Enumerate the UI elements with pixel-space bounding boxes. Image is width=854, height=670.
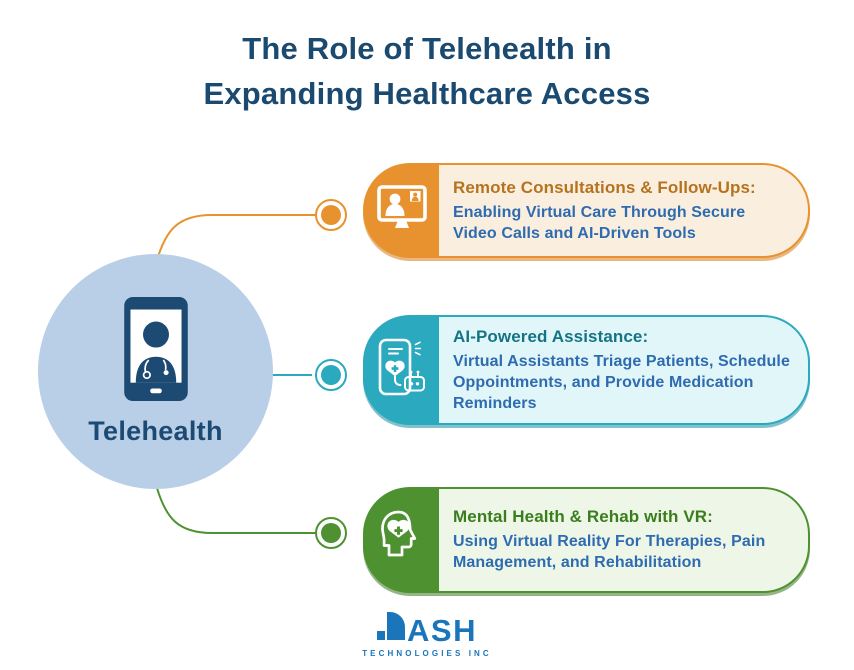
page-title-line2: Expanding Healthcare Access: [203, 76, 651, 111]
telehealth-hub-circle: Telehealth: [38, 254, 273, 489]
card-mental-health-vr-heading: Mental Health & Rehab with VR:: [453, 507, 713, 526]
page-title: The Role of Telehealth in Expanding Heal…: [0, 26, 854, 116]
phone-health-bot-icon: [375, 337, 429, 404]
dash-logo-subtitle: TECHNOLOGIES INC: [362, 649, 492, 658]
card-remote-consultations-icon-panel: [364, 164, 439, 257]
card-remote-consultations: Remote Consultations & Follow-Ups: Enabl…: [363, 163, 810, 258]
connector-dot-orange: [315, 199, 347, 231]
card-remote-consultations-body: Enabling Virtual Care Through Secure Vid…: [453, 203, 746, 242]
card-mental-health-vr: Mental Health & Rehab with VR: Using Vir…: [363, 487, 810, 593]
connector-line-top: [156, 214, 318, 261]
hub-label: Telehealth: [88, 415, 223, 446]
dash-logo-word: ASH: [407, 613, 477, 648]
page-title-line1: The Role of Telehealth in: [242, 31, 612, 66]
card-mental-health-vr-icon-panel: [364, 488, 439, 592]
card-ai-assistance-heading: AI-Powered Assistance:: [453, 326, 649, 346]
card-mental-health-vr-body: Using Virtual Reality For Therapies, Pai…: [453, 533, 766, 571]
connector-dot-green: [315, 517, 347, 549]
card-remote-consultations-heading: Remote Consultations & Follow-Ups:: [453, 177, 756, 197]
connector-dot-teal: [315, 359, 347, 391]
video-call-monitor-icon: [376, 185, 427, 236]
head-heart-icon: [379, 509, 425, 572]
card-ai-assistance-icon-panel: [364, 316, 439, 424]
dash-logo-d-mark-icon: [377, 612, 406, 645]
telehealth-phone-doctor-icon: [123, 296, 188, 406]
dash-logo: ASH TECHNOLOGIES INC: [0, 612, 854, 658]
card-ai-assistance-body: Virtual Assistants Triage Patients, Sche…: [453, 352, 790, 412]
connector-line-bottom: [156, 487, 318, 534]
card-ai-assistance: AI-Powered Assistance: Virtual Assistant…: [363, 315, 810, 425]
